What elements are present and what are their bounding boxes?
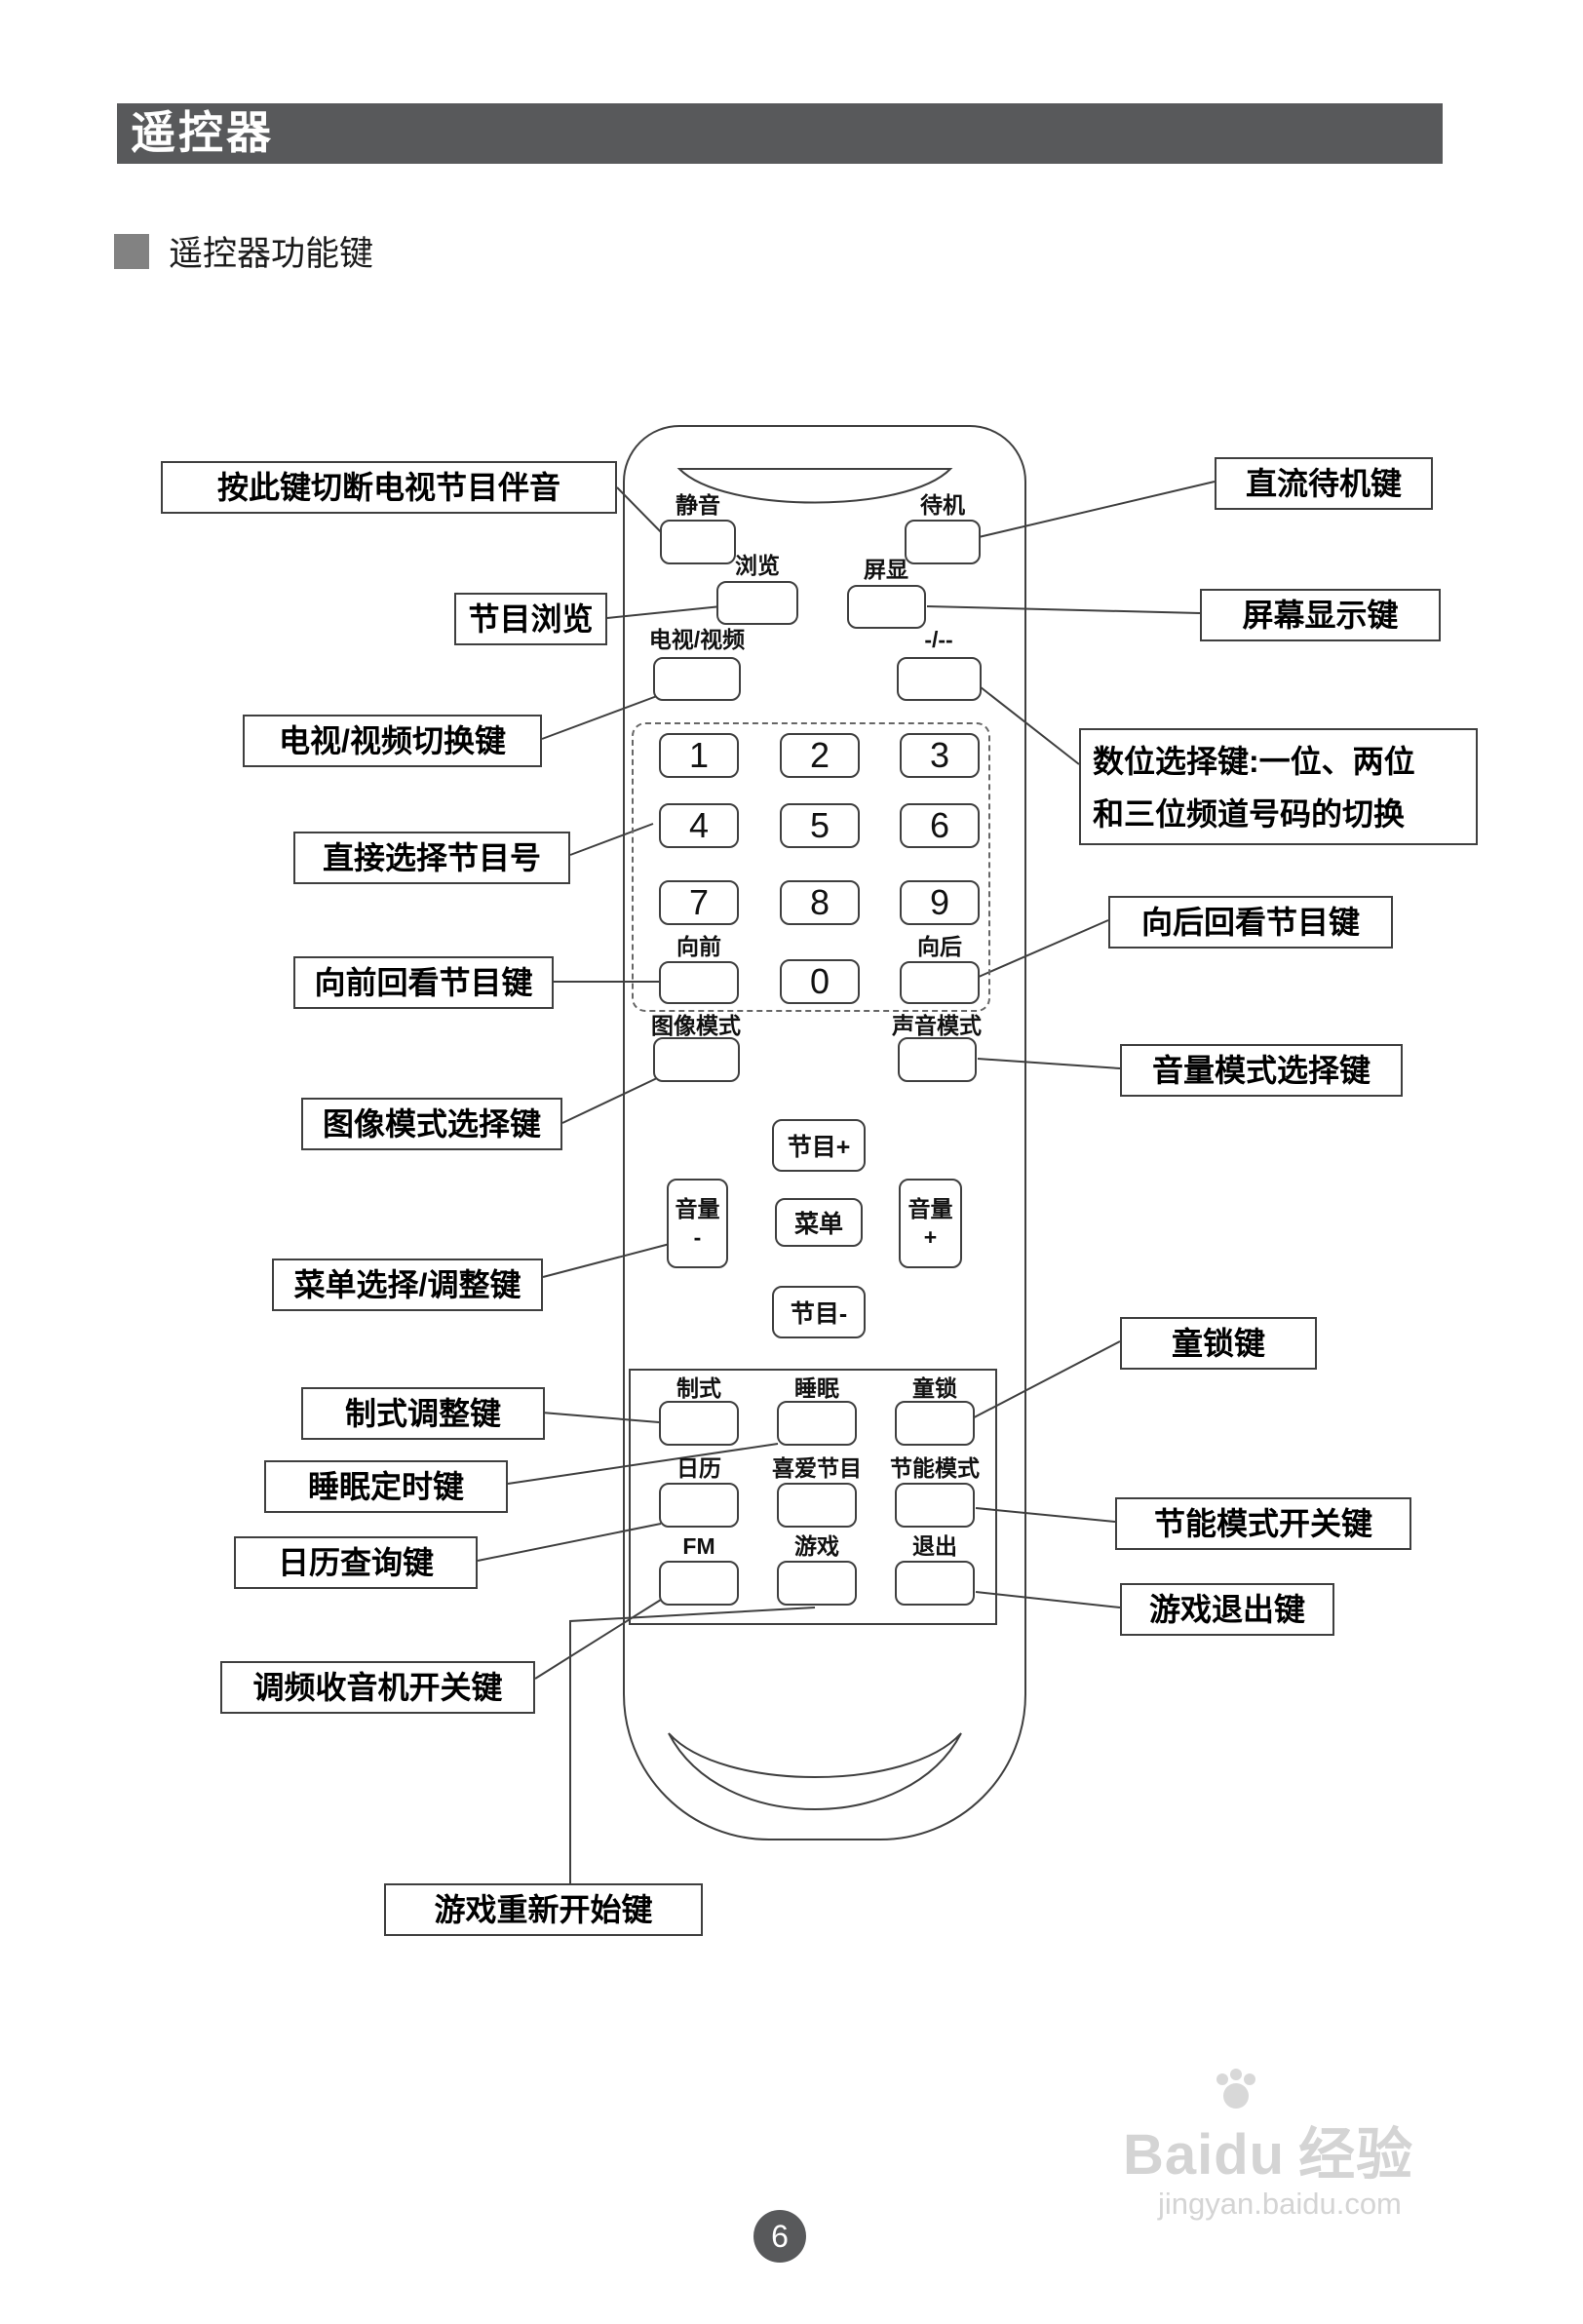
remote-label-sound-mode: 声音模式 <box>892 1013 982 1038</box>
section-title: 遥控器功能键 <box>169 235 374 273</box>
digit-6-button: 6 <box>900 803 980 848</box>
exit-button <box>895 1561 975 1606</box>
game-button <box>777 1561 857 1606</box>
baidu-jingyan-text: 经验 <box>1298 2123 1414 2187</box>
page-title: 遥控器 <box>131 107 274 158</box>
callout-dc-standby: 直流待机键 <box>1215 457 1433 510</box>
favorite-button <box>777 1483 857 1528</box>
remote-label-digit-select: -/-- <box>924 627 953 652</box>
digit-9-button: 9 <box>900 880 980 925</box>
remote-label-sleep: 睡眠 <box>794 1375 839 1401</box>
remote-label-calendar: 日历 <box>676 1455 721 1481</box>
callout-game-restart: 游戏重新开始键 <box>384 1883 703 1936</box>
tv-video-button <box>653 657 741 701</box>
callout-mute-function: 按此键切断电视节目伴音 <box>161 461 617 514</box>
callout-sound-mode-select: 音量模式选择键 <box>1120 1044 1403 1097</box>
remote-label-tv-video: 电视/视频 <box>648 627 746 652</box>
volume-plus-label: 音量 <box>907 1196 953 1222</box>
callout-picture-mode-select: 图像模式选择键 <box>301 1098 562 1150</box>
section-bullet-square <box>114 233 149 269</box>
backward-button <box>900 961 980 1004</box>
baidu-watermark-url: jingyan.baidu.com <box>1158 2187 1402 2221</box>
volume-minus-button: 音量 - <box>667 1179 728 1268</box>
digit-1-button: 1 <box>659 733 739 778</box>
remote-label-screen-display: 屏显 <box>864 557 908 582</box>
callout-backward-review: 向后回看节目键 <box>1108 896 1393 949</box>
remote-label-fm: FM <box>682 1533 715 1559</box>
forward-button <box>659 961 739 1004</box>
digit-pad-outline <box>632 722 990 1012</box>
remote-label-child-lock: 童锁 <box>912 1375 957 1401</box>
baidu-paw-icon <box>1216 2069 1255 2109</box>
remote-label-mute: 静音 <box>676 492 720 518</box>
callout-child-lock: 童锁键 <box>1120 1317 1317 1370</box>
callout-digit-select: 数位选择键:一位、两位 和三位频道号码的切换 <box>1079 728 1478 845</box>
remote-label-eco-mode: 节能模式 <box>890 1455 980 1481</box>
page-header: 遥控器 <box>117 103 1443 164</box>
callout-program-browse: 节目浏览 <box>454 593 607 645</box>
digit-4-button: 4 <box>659 803 739 848</box>
callout-game-exit: 游戏退出键 <box>1120 1583 1334 1636</box>
function-group-outline <box>629 1369 997 1625</box>
sound-mode-button <box>898 1037 977 1082</box>
sleep-button <box>777 1401 857 1446</box>
browse-button <box>716 581 798 625</box>
program-down-button: 节目- <box>772 1286 866 1338</box>
digit-7-button: 7 <box>659 880 739 925</box>
fm-button <box>659 1561 739 1606</box>
baidu-brand-text: Baidu <box>1123 2123 1286 2187</box>
child-lock-button <box>895 1401 975 1446</box>
digit-8-button: 8 <box>780 880 860 925</box>
digit-5-button: 5 <box>780 803 860 848</box>
callout-calendar-query: 日历查询键 <box>234 1536 478 1589</box>
remote-label-system: 制式 <box>676 1375 721 1401</box>
volume-plus-button: 音量 + <box>899 1179 962 1268</box>
minus-sign: - <box>693 1224 702 1250</box>
calendar-button <box>659 1483 739 1528</box>
screen-display-button <box>847 585 926 629</box>
callout-tv-video-switch: 电视/视频切换键 <box>243 715 542 767</box>
callout-digit-select-line2: 和三位频道号码的切换 <box>1093 796 1406 832</box>
remote-label-favorite: 喜爱节目 <box>772 1455 862 1481</box>
digit-3-button: 3 <box>900 733 980 778</box>
eco-mode-button <box>895 1483 975 1528</box>
callout-eco-mode-switch: 节能模式开关键 <box>1115 1497 1411 1550</box>
volume-minus-label: 音量 <box>675 1196 720 1222</box>
digit-2-button: 2 <box>780 733 860 778</box>
callout-sleep-timer: 睡眠定时键 <box>264 1460 508 1513</box>
picture-mode-button <box>653 1037 740 1082</box>
callout-forward-review: 向前回看节目键 <box>293 956 554 1009</box>
section-header: 遥控器功能键 <box>114 226 373 276</box>
page-number-badge: 6 <box>753 2210 806 2263</box>
callout-menu-adjust: 菜单选择/调整键 <box>272 1259 543 1311</box>
standby-button <box>905 520 981 564</box>
callout-digit-select-line1: 数位选择键:一位、两位 <box>1093 744 1415 779</box>
callout-system-adjust: 制式调整键 <box>301 1387 545 1440</box>
callout-fm-radio-switch: 调频收音机开关键 <box>220 1661 535 1714</box>
mute-button <box>660 520 736 564</box>
remote-label-standby: 待机 <box>920 492 965 518</box>
system-button <box>659 1401 739 1446</box>
callout-screen-display: 屏幕显示键 <box>1200 589 1441 641</box>
remote-label-browse: 浏览 <box>735 553 780 578</box>
program-up-button: 节目+ <box>772 1119 866 1172</box>
remote-label-exit: 退出 <box>912 1533 957 1559</box>
remote-label-forward: 向前 <box>676 934 721 959</box>
remote-label-picture-mode: 图像模式 <box>651 1013 741 1038</box>
digit-select-button <box>897 657 982 701</box>
plus-sign: + <box>923 1224 938 1250</box>
menu-button: 菜单 <box>775 1198 863 1247</box>
callout-direct-program-select: 直接选择节目号 <box>293 832 570 884</box>
remote-label-backward: 向后 <box>917 934 962 959</box>
remote-label-game: 游戏 <box>794 1533 839 1559</box>
digit-0-button: 0 <box>780 959 860 1004</box>
